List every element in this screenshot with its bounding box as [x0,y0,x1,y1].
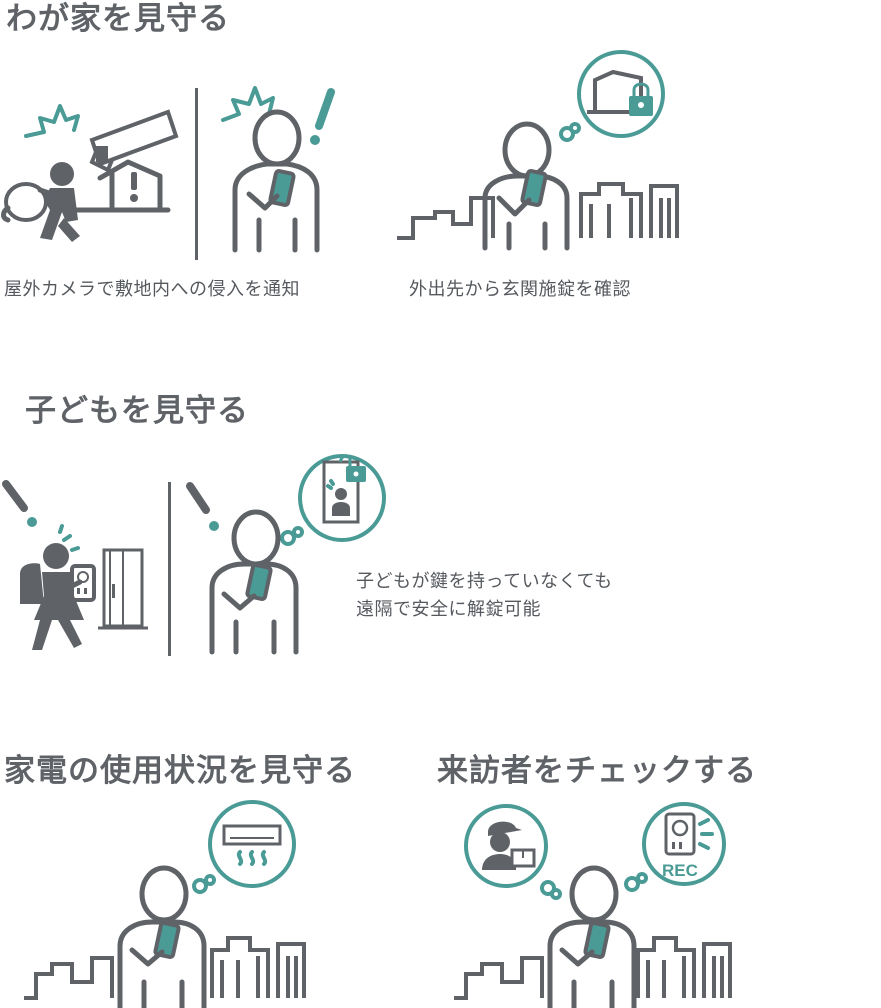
caption-kids-line2: 遠隔で安全に解錠可能 [356,599,541,620]
section-title-visitor: 来訪者をチェックする [437,753,757,789]
air-conditioner-icon [222,824,282,866]
child-icon [20,543,84,650]
visitor-illustration: REC [454,802,732,1008]
city-skyline-icon [454,956,544,1000]
divider [168,482,171,656]
appliance-illustration [24,800,306,1008]
section-title-kids: 子どもを見守る [25,393,249,429]
caption-lock: 外出先から玄関施錠を確認 [409,279,631,300]
divider [195,88,198,260]
security-camera-icon [89,109,179,173]
intercom-icon [70,564,96,602]
intercom-rec-icon: REC [662,812,714,880]
alert-burst-icon [24,104,80,138]
person-alert-illustration [221,86,335,253]
delivery-person-icon [482,821,536,870]
burglar-icon [1,162,80,242]
person-phone-icon [482,121,570,251]
door-icon [98,548,148,630]
alert-icon [310,88,335,145]
person-phone-icon [547,865,637,1008]
caption-kids-line1: 子どもが鍵を持っていなくても [356,571,613,592]
person-phone-icon [209,509,299,655]
rec-label: REC [662,861,698,880]
house-icon [57,159,171,213]
remote-unlock-illustration [186,454,386,655]
thought-bubble-icon [624,802,726,892]
lock-check-illustration [397,50,679,251]
thought-bubble-icon [464,804,562,900]
city-skyline-icon [397,196,495,240]
section-title-appliance: 家電の使用状況を見守る [4,753,356,789]
unlock-door-icon [322,454,366,524]
section-title-home: わが家を見守る [6,1,230,37]
alert-icon [186,482,219,531]
person-phone-icon [232,109,320,253]
intrusion-illustration [1,104,179,242]
house-lock-icon [587,69,653,116]
city-skyline-icon [24,956,114,1000]
alert-burst-icon [221,86,275,122]
person-phone-icon [117,865,207,1008]
caption-intrusion: 屋外カメラで敷地内への侵入を通知 [4,279,300,300]
child-illustration [2,480,148,650]
thought-bubble-icon [192,800,296,894]
alert-icon [2,480,37,527]
thought-bubble-icon [559,50,665,142]
